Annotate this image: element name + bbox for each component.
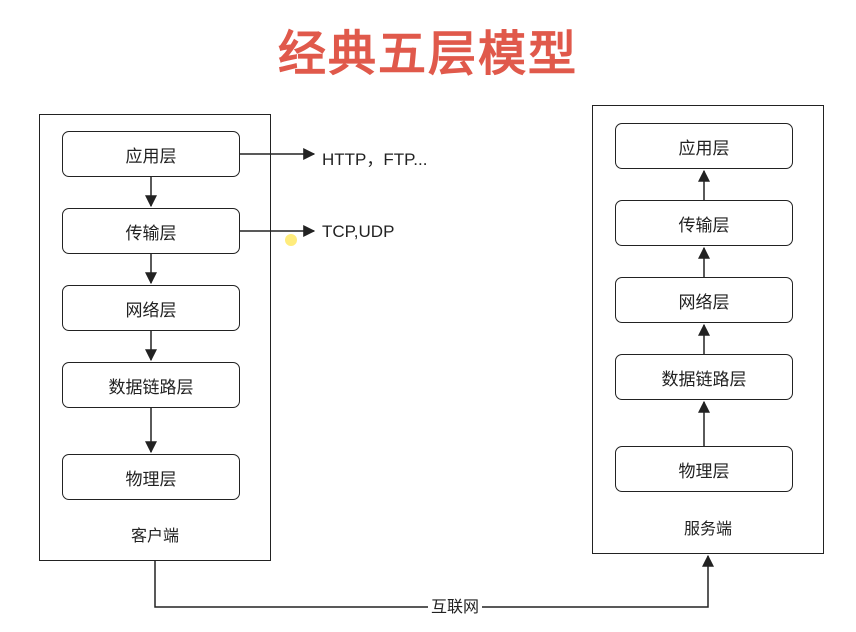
mouse-cursor-highlight	[285, 234, 297, 246]
diagram-title: 经典五层模型	[277, 26, 578, 82]
client-data-link-layer: 数据链路层	[62, 362, 240, 408]
server-application-layer: 应用层	[615, 123, 793, 169]
server-panel	[592, 105, 824, 554]
client-panel	[39, 114, 271, 561]
server-data-link-layer: 数据链路层	[615, 354, 793, 400]
client-network-layer: 网络层	[62, 285, 240, 331]
server-network-layer: 网络层	[615, 277, 793, 323]
server-physical-layer: 物理层	[615, 446, 793, 492]
server-transport-layer: 传输层	[615, 200, 793, 246]
client-transport-layer: 传输层	[62, 208, 240, 254]
application-protocols-label: HTTP，FTP...	[322, 150, 428, 169]
transport-protocols-label: TCP,UDP	[322, 222, 395, 241]
client-caption: 客户端	[130, 526, 179, 545]
client-application-layer: 应用层	[62, 131, 240, 177]
internet-label: 互联网	[428, 598, 483, 616]
client-physical-layer: 物理层	[62, 454, 240, 500]
server-caption: 服务端	[683, 519, 732, 538]
